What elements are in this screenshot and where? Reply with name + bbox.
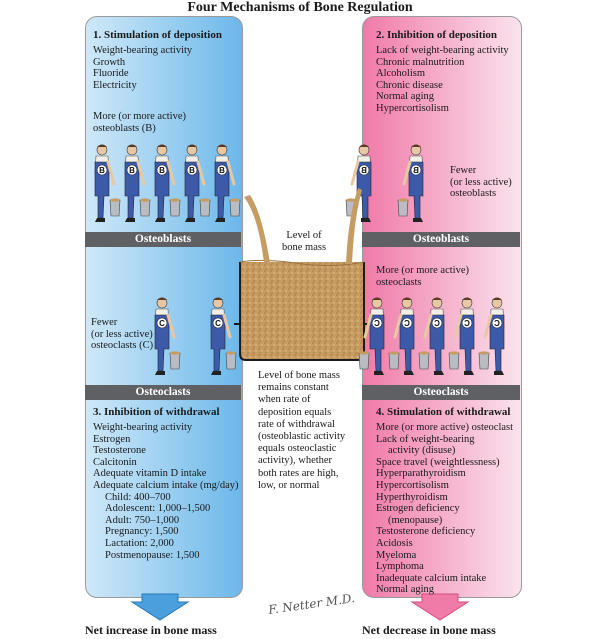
q4-item: Estrogen deficiency <box>376 503 460 515</box>
q4-item: Hyperthyroidism <box>376 491 448 503</box>
footer-right-label: Net decrease in bone mass <box>362 623 496 637</box>
footer-left-label: Net increase in bone mass <box>85 623 217 637</box>
q4-item: Lymphoma <box>376 561 424 573</box>
worker-label: C <box>464 319 470 328</box>
q2-item: Lack of weight-bearing activity <box>376 45 509 56</box>
q3-sub-item: Child: 400–700 <box>105 491 171 503</box>
q4-item: Normal aging <box>376 584 435 596</box>
osteoclasts-bar-right: Osteoclasts <box>362 385 520 400</box>
level-label: Level of bone mass <box>282 230 327 253</box>
q3-item: Weight-bearing activity <box>93 422 193 433</box>
bone-mass-tank <box>234 259 370 361</box>
q1-item: Fluoride <box>93 68 129 80</box>
sand-stream-left <box>244 195 270 263</box>
q2-item: Hypercortisolism <box>376 102 449 114</box>
osteoclasts-bar-left: Osteoclasts <box>85 385 241 400</box>
worker-figure: C <box>418 297 445 375</box>
q2-item: Normal aging <box>376 91 435 103</box>
q4-heading: 4. Stimulation of withdrawal <box>376 406 511 418</box>
osteoblasts-bar-right: Osteoblasts <box>362 232 520 247</box>
q2-note: Fewer (or less active) osteoblasts <box>450 165 512 200</box>
right-down-arrow <box>410 593 470 621</box>
worker-label: B <box>129 166 135 175</box>
worker-figure: B <box>184 144 211 222</box>
q3-sub-item: Adolescent: 1,000–1,500 <box>105 503 211 515</box>
worker-figure: C <box>358 297 385 375</box>
q3-item: Adequate calcium intake (mg/day) <box>93 479 239 491</box>
q4-item: Space travel (weightlessness) <box>376 456 500 468</box>
osteoblasts-bar-left: Osteoblasts <box>85 232 241 247</box>
q3-heading: 3. Inhibition of withdrawal <box>93 406 220 418</box>
worker-figure: B <box>397 144 424 222</box>
q4-item: Testosterone deficiency <box>376 526 476 538</box>
q4-item: (menopause) <box>388 514 443 526</box>
worker-label: B <box>219 166 225 175</box>
q4-list: More (or more active) osteoclast Lack of… <box>376 422 513 596</box>
q3-note: Fewer (or less active) osteoclasts (C) <box>91 317 154 352</box>
q4-item: Acidosis <box>376 537 413 549</box>
worker-figure: B <box>214 144 241 222</box>
worker-figure: B <box>94 144 121 222</box>
worker-figure: C <box>210 297 237 375</box>
q4-item: Lack of weight-bearing <box>376 433 475 445</box>
q1-item: Electricity <box>93 79 137 91</box>
q3-list: Weight-bearing activity Estrogen Testost… <box>93 422 238 561</box>
q4-item: Hyperparathyroidism <box>376 468 466 480</box>
worker-label: B <box>189 166 195 175</box>
worker-label: C <box>374 319 380 328</box>
worker-label: B <box>159 166 165 175</box>
q3-item: Adequate vitamin D intake <box>93 468 207 480</box>
worker-figure: B <box>345 144 372 222</box>
q1-heading: 1. Stimulation of deposition <box>93 29 222 41</box>
q3-item: Testosterone <box>93 445 146 457</box>
q1-list: Weight-bearing activity Growth Fluoride … <box>93 45 192 91</box>
q2-heading: 2. Inhibition of deposition <box>376 29 498 41</box>
q1-item: Weight-bearing activity <box>93 45 193 56</box>
worker-figure: C <box>478 297 505 375</box>
q1-item: Growth <box>93 56 126 68</box>
worker-label: C <box>159 319 165 328</box>
worker-label: C <box>215 319 221 328</box>
worker-label: B <box>361 166 367 175</box>
worker-label: C <box>434 319 440 328</box>
worker-figure: C <box>154 297 181 375</box>
left-down-arrow <box>130 593 190 621</box>
q4-item: Inadequate calcium intake <box>376 572 487 584</box>
q1-note: More (or more active) osteoblasts (B) <box>93 111 186 134</box>
sand-stream-right <box>346 188 362 264</box>
q4-item: activity (disuse) <box>388 445 456 457</box>
q2-list: Lack of weight-bearing activity Chronic … <box>376 45 509 115</box>
q3-sub-item: Lactation: 2,000 <box>105 537 174 549</box>
q4-item: Hypercortisolism <box>376 479 449 491</box>
q4-item: More (or more active) osteoclast <box>376 422 514 433</box>
artist-signature: F. Netter M.D. <box>267 591 356 617</box>
figure-title: Four Mechanisms of Bone Regulation <box>187 0 413 15</box>
q2-item: Alcoholism <box>376 68 425 80</box>
q2-item: Chronic malnutrition <box>376 56 465 68</box>
worker-figure: B <box>154 144 181 222</box>
q3-sub-item: Adult: 750–1,000 <box>105 514 180 526</box>
q3-sub-item: Postmenopause: 1,500 <box>105 549 200 561</box>
q2-item: Chronic disease <box>376 79 443 91</box>
worker-figure: B <box>124 144 151 222</box>
q4-note: More (or more active) osteoclasts <box>376 265 469 288</box>
q4-item: Myeloma <box>376 549 417 561</box>
q3-item: Calcitonin <box>93 456 137 468</box>
worker-figure: C <box>388 297 415 375</box>
q3-sub-item: Pregnancy: 1,500 <box>105 526 179 538</box>
worker-label: B <box>413 166 419 175</box>
worker-label: C <box>494 319 500 328</box>
worker-label: C <box>404 319 410 328</box>
worker-figure: C <box>448 297 475 375</box>
worker-label: B <box>99 166 105 175</box>
q3-item: Estrogen <box>93 433 131 445</box>
center-explanation: Level of bone mass remains constant when… <box>258 370 346 491</box>
